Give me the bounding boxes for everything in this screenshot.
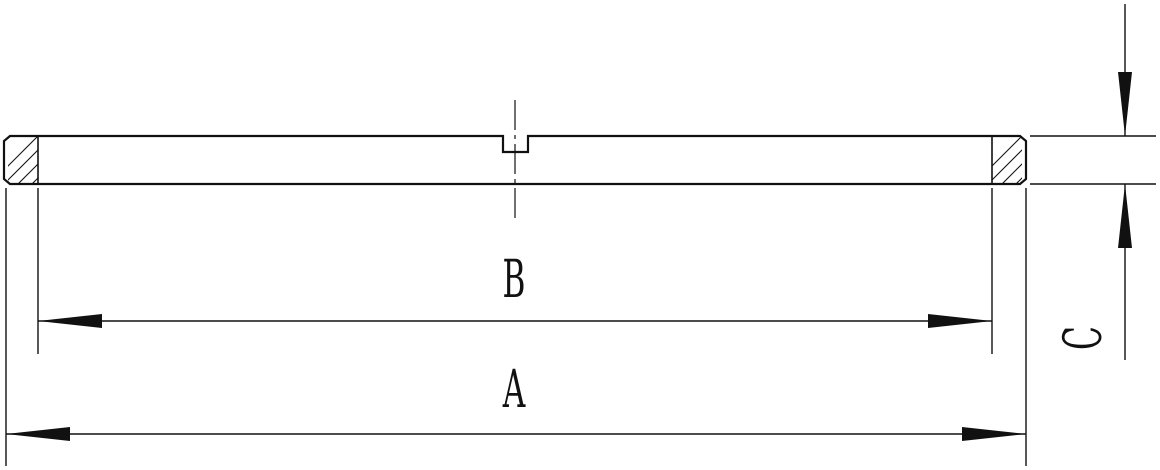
dimension-label-c: C bbox=[1054, 326, 1114, 350]
dimension-c bbox=[1118, 4, 1132, 360]
dimension-label-b: B bbox=[502, 250, 526, 310]
left-section-hatch bbox=[8, 136, 39, 184]
dimension-b bbox=[38, 314, 992, 328]
washer-body-outline bbox=[2, 134, 1028, 186]
right-section-hatch bbox=[991, 136, 1022, 184]
dimension-label-a: A bbox=[502, 360, 526, 420]
dimension-a bbox=[6, 427, 1026, 441]
